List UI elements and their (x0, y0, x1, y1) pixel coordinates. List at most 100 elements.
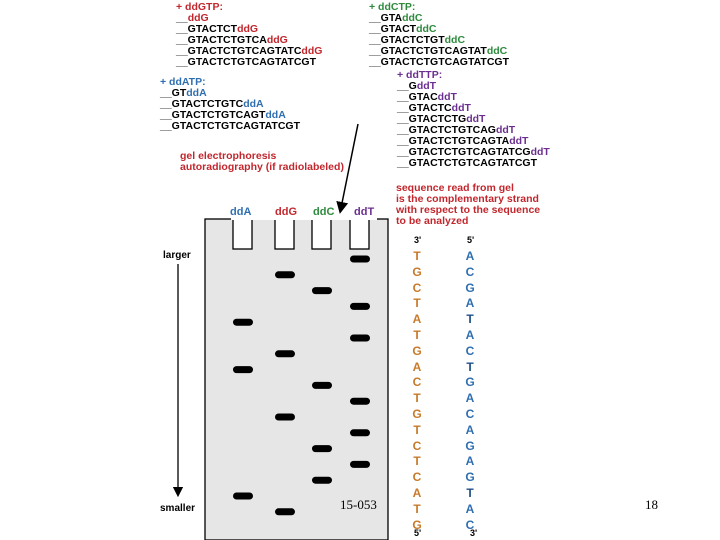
gel-note-line-1: gel electrophoresis (180, 150, 277, 162)
sequence-base: A (412, 359, 422, 374)
sequence-base: T (466, 359, 474, 374)
fragment-sequence: __GTACTC (397, 102, 452, 114)
fragment-line: __GTACTCTGddT (397, 114, 550, 125)
sequence-base: T (466, 486, 474, 500)
well-ddc (311, 218, 332, 250)
dideoxy-terminator: ddA (243, 98, 264, 110)
fragment-line: __GddT (397, 81, 550, 92)
fragment-line: __GTAddC (369, 13, 509, 24)
fragment-line: __GTACTCTGTCAddG (176, 35, 322, 46)
fragment-sequence: __GT (160, 87, 187, 99)
read-note-line-4: to be analyzed (396, 215, 469, 227)
sequence-base: G (412, 264, 422, 279)
sequence-base: C (412, 280, 422, 295)
fragment-line: __GTACTCTddG (176, 24, 322, 35)
gel-note: gel electrophoresis autoradiography (if … (180, 151, 344, 173)
dideoxy-terminator: ddC (444, 34, 466, 46)
sequence-base: T (413, 249, 421, 263)
gel-band (275, 271, 295, 279)
dideoxy-terminator: ddT (509, 135, 529, 147)
fragment-line: __GTACTCTGTCAGTATCGT (397, 158, 550, 169)
fragment-sequence: __GTACTCTGT (369, 34, 445, 46)
sequence-base: G (465, 375, 475, 390)
fragment-sequence: __GTACTCT (176, 23, 238, 35)
fragment-sequence: __GTACTCTGTCAGTA (397, 135, 510, 147)
sequence-base: T (413, 391, 421, 406)
footer-code: 15-053 (340, 497, 377, 512)
fragment-sequence: __GTACTCTGTCAGTATCGT (160, 120, 300, 132)
dideoxy-terminator: ddT (495, 124, 516, 136)
fragment-line: __GTACTCTGTCAGTATCGT (176, 57, 322, 68)
sequence-base: G (465, 280, 475, 295)
fragment-line: __GTACTCTGTCAGTATCGT (369, 57, 509, 68)
read-seq-3prime: 3' (414, 235, 422, 245)
fragment-sequence: __GTAC (397, 91, 438, 103)
fragment-line: __GTACTCTGTCAGTATCGddT (397, 147, 550, 158)
dideoxy-terminator: ddT (530, 146, 550, 158)
fragment-sequence: __GTACTCTGTCAGTATC (176, 45, 302, 57)
dideoxy-terminator: ddT (451, 102, 471, 114)
ddttp-block: + ddTTP: __GddT__GTACddT__GTACTCddT__GTA… (397, 70, 550, 169)
sequence-base: T (413, 328, 421, 342)
sequence-base: C (465, 264, 475, 279)
fragment-sequence: __GTACTCTG (397, 113, 467, 125)
ddatp-block: + ddATP: __GTddA__GTACTCTGTCddA__GTACTCT… (160, 77, 300, 132)
sequence-base: C (412, 375, 422, 390)
sequence-base: A (412, 312, 422, 327)
ddgtp-header: + ddGTP: (176, 1, 223, 13)
well-dda (232, 218, 253, 250)
sequence-base: C (412, 470, 422, 485)
fragment-sequence: __GTACTCTGTCAGT (160, 109, 266, 121)
fragment-line: __GTddA (160, 88, 300, 99)
gel-band (350, 460, 370, 468)
fragment-line: __GTACTCTGTCAGTATCGT (160, 121, 300, 132)
gel-body (204, 218, 389, 540)
ddttp-header: + ddTTP: (397, 69, 443, 81)
gel-band (312, 287, 332, 295)
fragment-sequence: __GTACTCTGTC (160, 98, 244, 110)
dideoxy-terminator: ddT (437, 91, 457, 103)
comp-seq-5prime: 5' (467, 235, 475, 245)
fragment-line: __GTACTCTGTddC (369, 35, 509, 46)
dideoxy-terminator: ddG (187, 12, 209, 24)
gel-band (312, 445, 332, 453)
fragment-sequence: __GTACTCTGTCAGTATCGT (397, 157, 537, 169)
sequence-base: T (413, 422, 421, 437)
larger-label: larger (163, 250, 191, 261)
fragment-sequence: __ (176, 12, 188, 24)
fragment-sequence: __GTACTCTGTCAGTATCG (397, 146, 531, 158)
lane-label-dda: ddA (230, 206, 252, 218)
fragment-line: __GTACTCddT (397, 103, 550, 114)
lane-label-ddc: ddC (313, 206, 335, 218)
dideoxy-terminator: ddG (266, 34, 288, 46)
sequence-base: G (412, 407, 422, 421)
gel-band (312, 381, 332, 389)
sequence-base: G (412, 343, 422, 358)
ddgtp-lines: __ddG__GTACTCTddG__GTACTCTGTCAddG__GTACT… (176, 13, 322, 68)
well-ddt (349, 218, 370, 250)
sequence-base: A (465, 296, 475, 311)
fragment-line: __GTACTCTGTCAGTATCddG (176, 46, 322, 57)
fragment-sequence: __G (397, 80, 417, 92)
sequence-base: G (465, 470, 475, 485)
dideoxy-terminator: ddA (265, 109, 286, 121)
dideoxy-terminator: ddT (416, 80, 437, 92)
fragment-line: __GTACTddC (369, 24, 509, 35)
read-note-line-3: with respect to the sequence (396, 204, 541, 216)
read-note-line-2: is the complementary strand (396, 193, 539, 205)
sequence-base: A (465, 501, 475, 516)
fragment-sequence: __GTA (369, 12, 403, 24)
ddgtp-block: + ddGTP: __ddG__GTACTCTddG__GTACTCTGTCAd… (176, 2, 322, 68)
sequence-base: C (412, 438, 422, 453)
ddctp-header: + ddCTP: (369, 1, 416, 13)
ddatp-header: + ddATP: (160, 76, 206, 88)
gel-band (350, 255, 370, 263)
dideoxy-terminator: ddG (301, 45, 323, 57)
pointer-arrow (336, 123, 359, 214)
fragment-line: __GTACTCTGTCddA (160, 99, 300, 110)
ddatp-lines: __GTddA__GTACTCTGTCddA__GTACTCTGTCAGTddA… (160, 88, 300, 132)
lane-label-ddg: ddG (275, 206, 297, 218)
sequence-base: C (465, 517, 475, 532)
gel-band (275, 413, 295, 421)
dideoxy-terminator: ddT (466, 113, 486, 125)
